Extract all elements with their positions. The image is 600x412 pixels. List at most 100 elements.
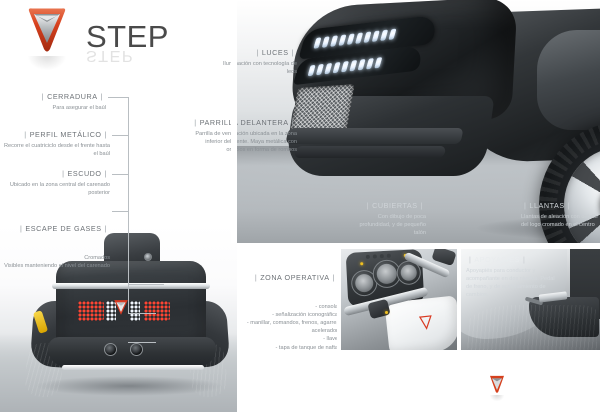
led — [313, 37, 322, 49]
brand-name-reflection: STEP — [86, 47, 135, 64]
connector-to-exhaust — [128, 342, 156, 343]
callout-label: LLANTAS — [529, 201, 565, 210]
logo-reflection — [28, 56, 66, 70]
step-shield-icon — [114, 300, 128, 315]
callout-cerradura: |CERRADURA| Para asegurar el baúl — [0, 92, 106, 112]
bar: | — [291, 118, 294, 127]
divider-vertical-dash — [337, 249, 341, 350]
led — [371, 30, 380, 42]
bar: | — [104, 169, 107, 178]
led — [349, 59, 358, 72]
led — [354, 32, 364, 44]
bar: | — [469, 255, 472, 264]
callout-desc: Apoyapiés para conductor y acompañante e… — [466, 267, 555, 299]
taillight-red-left — [78, 301, 104, 321]
callout-label: CUBIERTAS — [372, 201, 418, 210]
rear-shield-badge — [113, 299, 129, 316]
bar: | — [522, 255, 526, 264]
switch-indicator — [385, 311, 388, 314]
callout-desc: Iluminación con tecnología de leds — [222, 60, 297, 75]
callout-desc: Para asegurar el baúl — [52, 104, 107, 111]
bar: | — [254, 273, 258, 282]
bar: | — [194, 118, 197, 127]
callout-title: |APOYAPIÉS| — [466, 255, 556, 264]
callout-desc: Parrilla de ventilación ubicada en la zo… — [195, 130, 297, 153]
front-bumper-lip — [285, 128, 464, 144]
trunk-lock-icon — [144, 253, 152, 261]
connector-to-badge — [128, 313, 156, 314]
taillight-white-right — [130, 301, 140, 321]
callout-zona-operativa: |ZONA OPERATIVA| - consola - señalizació… — [240, 255, 338, 378]
connector-to-lock — [128, 284, 164, 285]
metal-profile-trim — [52, 283, 210, 289]
led — [329, 35, 339, 47]
callout-label: PERFIL METÁLICO — [29, 130, 102, 139]
tank-badge — [418, 314, 433, 330]
bar: | — [524, 201, 527, 210]
callout-perfil-metalico: |PERFIL METÁLICO| Recorre el cuatriciclo… — [0, 130, 110, 158]
led — [363, 31, 372, 43]
front-bumper-lip-lower — [293, 146, 447, 158]
exhaust-pipe-right — [130, 343, 143, 356]
led — [338, 34, 347, 46]
callout-cubiertas: |CUBIERTAS| Con dibujo de poca profundid… — [348, 201, 426, 237]
rearview-shadow — [34, 376, 224, 396]
callout-desc: Ubicado en la zona central del carenado … — [9, 181, 110, 196]
callout-label: CERRADURA — [47, 92, 98, 101]
callout-title: |LUCES| — [222, 48, 297, 57]
connector-escudo — [112, 174, 128, 175]
callout-title: |CERRADURA| — [0, 92, 106, 101]
exhaust-pipe-left — [104, 343, 117, 356]
led — [346, 33, 355, 45]
led — [324, 62, 333, 75]
callout-escape-de-gases: |ESCAPE DE GASES| Cromados Visibles mant… — [0, 206, 110, 288]
connector-escape — [112, 211, 128, 212]
bar: | — [104, 224, 107, 233]
callout-label: ESCAPE DE GASES — [25, 224, 102, 233]
callout-apoyapies: |APOYAPIÉS| Apoyapiés para conductor y a… — [460, 255, 556, 299]
callout-luces: |LUCES| Iluminación con tecnología de le… — [222, 48, 297, 76]
bar: | — [104, 130, 107, 139]
telltale — [365, 254, 370, 259]
telltale-lights — [365, 253, 391, 259]
vehicle-rear-body — [537, 30, 600, 130]
led-strip-lower — [307, 56, 383, 77]
callout-desc: Cromados Visibles manteniendo el nivel d… — [4, 254, 110, 269]
under-bumper-chrome — [62, 365, 204, 370]
callout-title: |CUBIERTAS| — [348, 201, 426, 210]
callout-desc: Llantas de aleación con detalle del logo… — [521, 213, 598, 228]
rear-view-photo — [0, 225, 237, 412]
telltale — [372, 254, 377, 259]
connector-trunk-line — [128, 97, 129, 313]
brand-logo-block: STEP STEP — [26, 7, 226, 71]
callout-parrilla-delantera: |PARRILLA DELANTERA| Parrilla de ventila… — [190, 118, 297, 154]
callout-title: |ESCUDO| — [0, 169, 110, 178]
callout-title: |PARRILLA DELANTERA| — [190, 118, 297, 127]
connector-cerradura — [108, 97, 128, 98]
callout-desc: Recorre el cuatriciclo desde el frente h… — [3, 142, 110, 157]
dashboard-photo — [341, 249, 457, 350]
connector-perfil — [112, 135, 128, 136]
brand-name: STEP — [86, 19, 169, 54]
bar: | — [100, 92, 103, 101]
callout-llantas: |LLANTAS| Llantas de aleación con detall… — [521, 201, 600, 229]
led — [365, 57, 375, 70]
callout-title: |ZONA OPERATIVA| — [240, 273, 338, 282]
lower-footrest-floor — [467, 305, 597, 357]
taillight-white-left — [106, 301, 116, 321]
callout-label: ESCUDO — [67, 169, 102, 178]
led — [307, 64, 316, 77]
callout-label: LUCES — [261, 48, 289, 57]
led — [340, 60, 350, 73]
led — [357, 58, 366, 71]
callout-escudo: |ESCUDO| Ubicado en la zona central del … — [0, 169, 110, 197]
led — [379, 29, 389, 41]
callout-label: ZONA OPERATIVA — [260, 273, 330, 282]
taillight-red-right — [144, 301, 170, 321]
bar: | — [24, 130, 27, 139]
led — [332, 61, 341, 74]
gauge-face — [354, 273, 374, 293]
bar: | — [41, 92, 45, 101]
bar: | — [20, 224, 23, 233]
